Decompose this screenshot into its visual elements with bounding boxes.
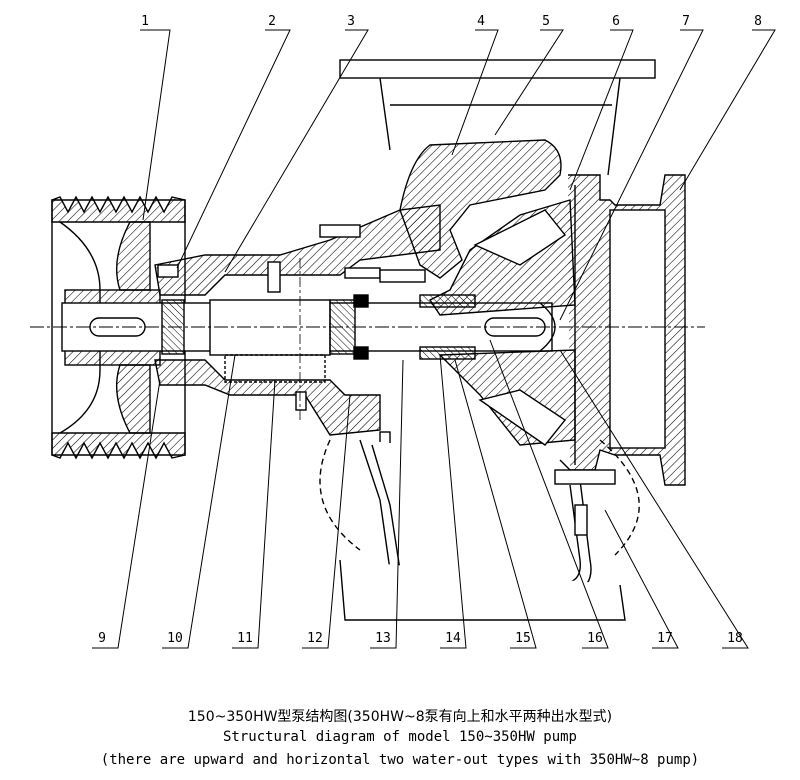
part-label-3: 3	[347, 14, 355, 29]
part-label-8: 8	[754, 14, 762, 29]
part-label-9: 9	[98, 631, 106, 646]
part-label-4: 4	[477, 14, 485, 29]
inlet-pipe	[568, 174, 686, 486]
part-label-15: 15	[515, 631, 531, 646]
caption-chinese: 150~350HW型泵结构图(350HW~8泵有向上和水平两种出水型式)	[187, 709, 613, 725]
part-label-14: 14	[445, 631, 461, 646]
foot-bolt	[554, 469, 616, 536]
part-label-13: 13	[375, 631, 391, 646]
caption-english-note: (there are upward and horizontal two wat…	[100, 752, 700, 768]
part-label-5: 5	[542, 14, 550, 29]
part-label-6: 6	[612, 14, 620, 29]
part-label-18: 18	[727, 631, 743, 646]
packing-seal	[353, 294, 476, 360]
top-leader-lines	[140, 29, 776, 321]
discharge-flange-plate	[339, 59, 656, 79]
part-label-16: 16	[587, 631, 603, 646]
part-label-2: 2	[268, 14, 276, 29]
bottom-leader-lines	[92, 339, 749, 649]
part-label-7: 7	[682, 14, 690, 29]
part-label-17: 17	[657, 631, 673, 646]
impeller	[428, 199, 576, 446]
part-label-10: 10	[167, 631, 183, 646]
discharge-neck	[379, 77, 621, 176]
pump-drawing: 1 2 3 4 5 6 7 8 9 10 11 12 13 14 15 16 1…	[30, 14, 776, 649]
part-label-1: 1	[141, 14, 149, 29]
part-label-11: 11	[237, 631, 253, 646]
part-label-12: 12	[307, 631, 323, 646]
volute-casing	[319, 139, 640, 621]
caption-english-title: Structural diagram of model 150~350HW pu…	[222, 729, 577, 745]
